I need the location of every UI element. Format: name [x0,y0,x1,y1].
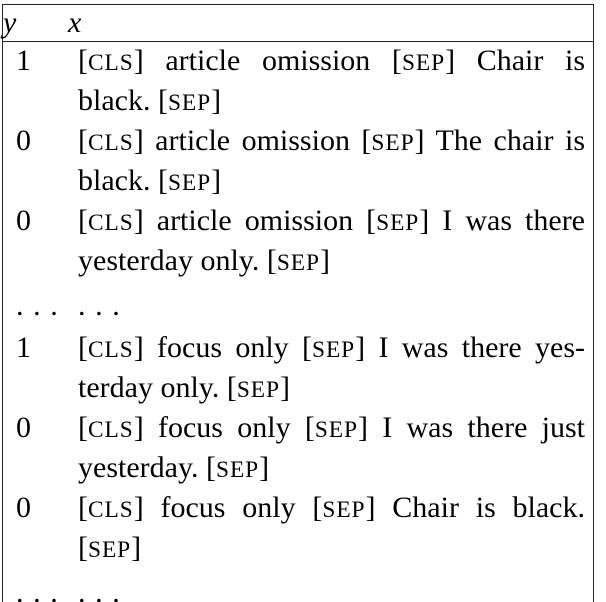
y-value-cell: ... [3,569,69,602]
table-row: 1 [CLS] article omission [SEP] Chair is … [3,42,594,123]
x-text-line: black. [SEP] [78,84,222,117]
y-value-cell: 0 [16,124,31,157]
table-row: 0 [CLS] focus only [SEP] Chair is black.… [3,489,594,569]
x-text-line: [CLS] article omission [SEP] Chair is [78,44,586,77]
ellipsis: ... [16,289,68,322]
x-text-line: [CLS] focus only [SEP] I was there just [78,411,586,444]
x-text-cell: ... [68,282,594,329]
x-text-cell: [CLS] focus only [SEP] I was there just … [68,409,594,489]
x-text-line: black. [SEP] [78,164,222,197]
ellipsis-row: ... ... [3,282,594,329]
header-row: y x [2,4,594,42]
x-text-line: [CLS] article omission [SEP] I was there [78,204,585,237]
table-row: 1 [CLS] focus only [SEP] I was there yes… [3,329,594,409]
table-row: 0 [CLS] article omission [SEP] I was the… [3,202,594,282]
y-value-cell: 0 [16,411,31,444]
ellipsis: ... [16,576,68,602]
x-text-cell: [CLS] article omission [SEP] I was there… [68,202,594,282]
x-text-line: yesterday. [SEP] [78,451,270,484]
x-text-line: [CLS] focus only [SEP] Chair is black. [78,491,585,524]
column-header-x: x [68,4,594,42]
column-header-y: y [2,4,68,42]
x-text-line: ... [78,574,585,602]
x-text-cell: [CLS] focus only [SEP] Chair is black. [… [68,489,594,569]
dataset-examples-table: y x 1 [CLS] article omission [SEP] Chair… [2,4,594,602]
x-text-line: [CLS] focus only [SEP] I was there yes- [78,331,586,364]
ellipsis: ... [78,289,130,322]
y-value-cell: 0 [16,204,31,237]
y-value-cell: 1 [16,44,31,77]
ellipsis: ... [78,576,130,602]
ellipsis-row: ... ... [3,569,594,602]
x-text-line: [SEP] [78,531,142,564]
y-value-cell: 0 [16,491,31,524]
y-value-cell: 1 [16,331,31,364]
x-text-cell: ... [68,569,594,602]
x-text-cell: [CLS] focus only [SEP] I was there yes- … [68,329,594,409]
x-text-line: terday only. [SEP] [78,371,290,404]
x-text-cell: [CLS] article omission [SEP] Chair is bl… [68,42,594,123]
x-text-cell: [CLS] article omission [SEP] The chair i… [68,122,594,202]
table-row: 0 [CLS] focus only [SEP] I was there jus… [3,409,594,489]
x-text-line: ... [78,287,585,324]
y-value-cell: ... [3,282,69,329]
table-row: 0 [CLS] article omission [SEP] The chair… [3,122,594,202]
x-text-line: yesterday only. [SEP] [78,244,330,277]
x-text-line: [CLS] article omission [SEP] The chair i… [78,124,585,157]
